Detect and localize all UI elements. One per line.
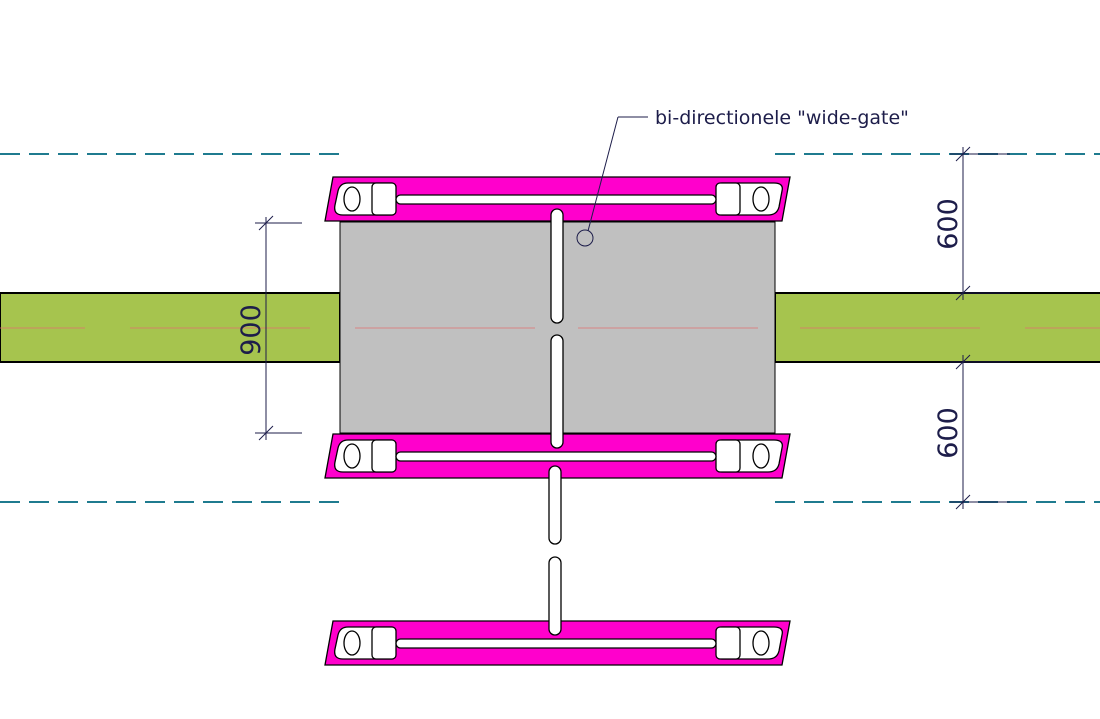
gate-panel-open-lower xyxy=(548,556,562,636)
gate-panel-lower xyxy=(550,334,564,449)
annotation-marker xyxy=(576,229,594,247)
dimension-upper-clearance-label: 600 xyxy=(933,198,964,250)
dimension-upper-clearance xyxy=(950,146,1010,301)
annotation-leader xyxy=(576,116,648,247)
boundary-lines xyxy=(0,153,1100,503)
dimension-lower-clearance-label: 600 xyxy=(933,407,964,459)
dimension-passage-label: 900 xyxy=(236,304,267,356)
gate-panel-upper xyxy=(550,208,564,324)
annotation-label: bi-directionele "wide-gate" xyxy=(655,107,909,129)
walkway-right xyxy=(774,292,1100,363)
dimension-passage xyxy=(255,215,302,441)
gate-panels xyxy=(548,208,564,636)
gate-panel-open-upper xyxy=(548,465,562,545)
walkway-left xyxy=(0,292,341,363)
dimension-lower-clearance xyxy=(950,354,1010,510)
walkway xyxy=(0,292,1100,363)
